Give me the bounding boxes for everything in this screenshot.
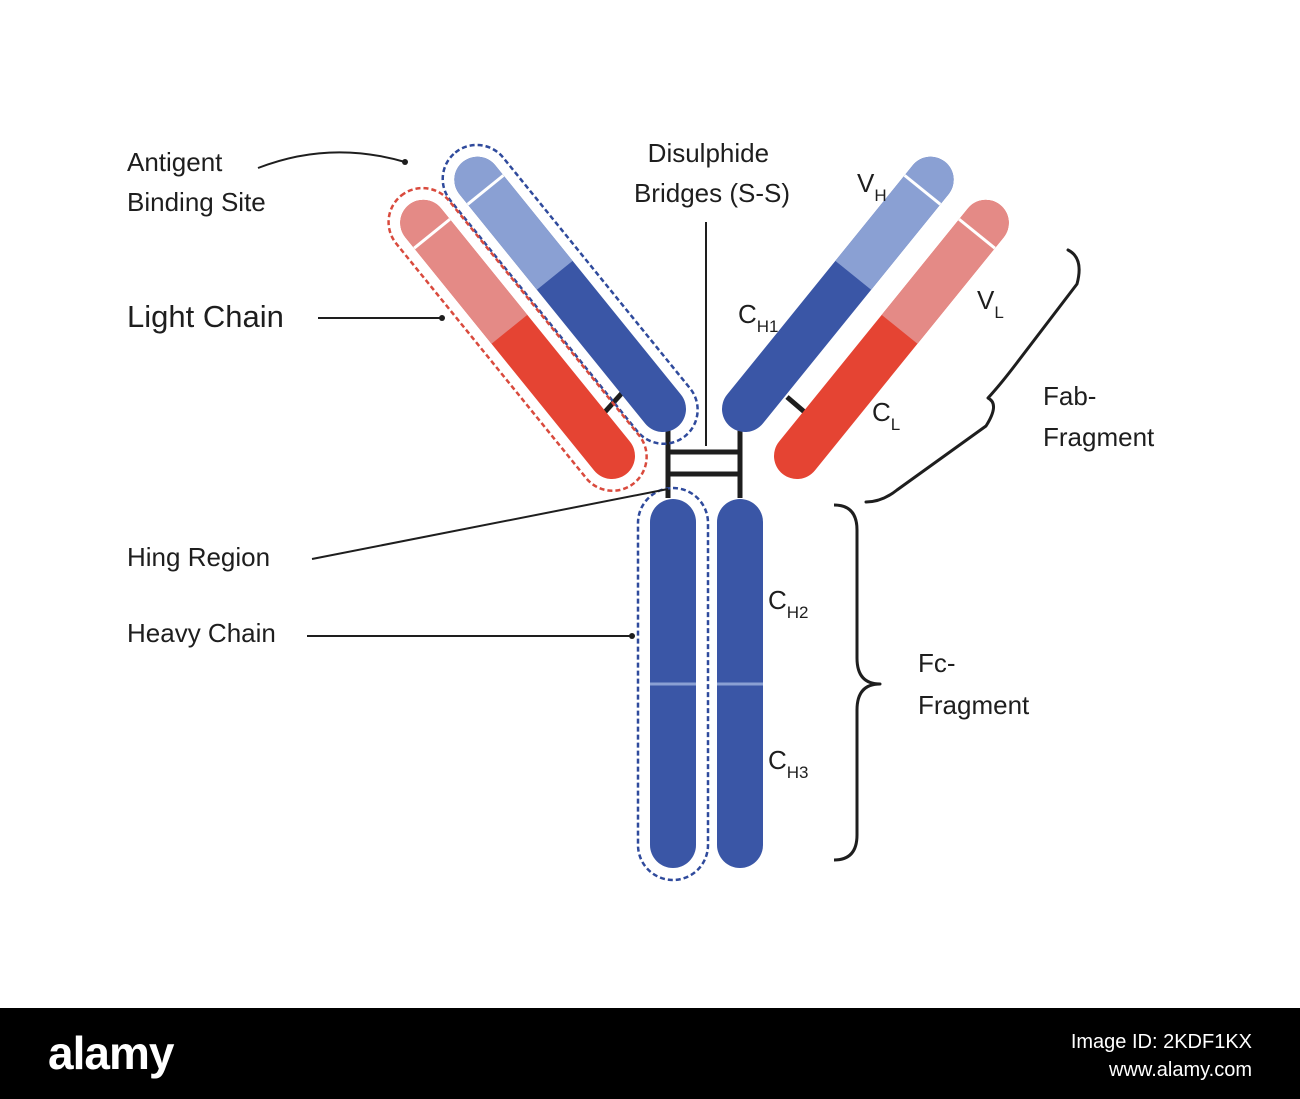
fc-fragment-label: Fc- Fragment [918, 648, 1030, 720]
left-heavy-arm [454, 156, 686, 432]
hinge-region-label: Hing Region [127, 542, 270, 572]
ch2-label: CH2 [768, 585, 809, 622]
ch3-label: CH3 [768, 745, 809, 782]
antigen-leader-line [257, 151, 406, 169]
image-id-block: Image ID: 2KDF1KX www.alamy.com [1071, 1028, 1252, 1084]
fc-stem-left [650, 499, 696, 868]
fc-brace [833, 503, 882, 862]
cl-label: CL [872, 397, 900, 434]
hinge-connectors [665, 425, 743, 498]
hinge-leader-line [311, 488, 669, 560]
light-chain-leader-dot [439, 315, 445, 321]
fc-stem-right [717, 499, 763, 868]
right-light-arm [774, 199, 1009, 479]
antigen-binding-site-label: Antigent Binding Site [127, 147, 266, 217]
heavy-chain-label: Heavy Chain [127, 618, 276, 648]
ch1-label: CH1 [738, 299, 779, 336]
vh-label: VH [857, 168, 887, 205]
image-id-text: Image ID: 2KDF1KX [1070, 1031, 1252, 1053]
fab-fragment-label: Fab- Fragment [1043, 381, 1155, 452]
light-chain-outline [387, 186, 648, 493]
fab-brace [864, 248, 1081, 504]
site-url-text: www.alamy.com [1109, 1059, 1252, 1081]
heavy-chain-leader-dot [629, 633, 635, 639]
left-light-arm [400, 199, 635, 479]
disulphide-bridges-label: Disulphide Bridges (S-S) [634, 138, 790, 208]
light-chain-label: Light Chain [127, 299, 284, 334]
heavy-chain-outline [636, 486, 710, 882]
antigen-site-outline [441, 143, 699, 446]
alamy-logo: alamy [48, 1027, 174, 1079]
stock-footer: alamy Image ID: 2KDF1KX www.alamy.com [0, 1008, 1300, 1099]
antigen-leader-dot [402, 159, 408, 165]
antibody-diagram: Antigent Binding Site Light Chain Disulp… [127, 138, 1155, 882]
vl-label: VL [977, 285, 1004, 322]
right-heavy-arm [722, 156, 954, 432]
